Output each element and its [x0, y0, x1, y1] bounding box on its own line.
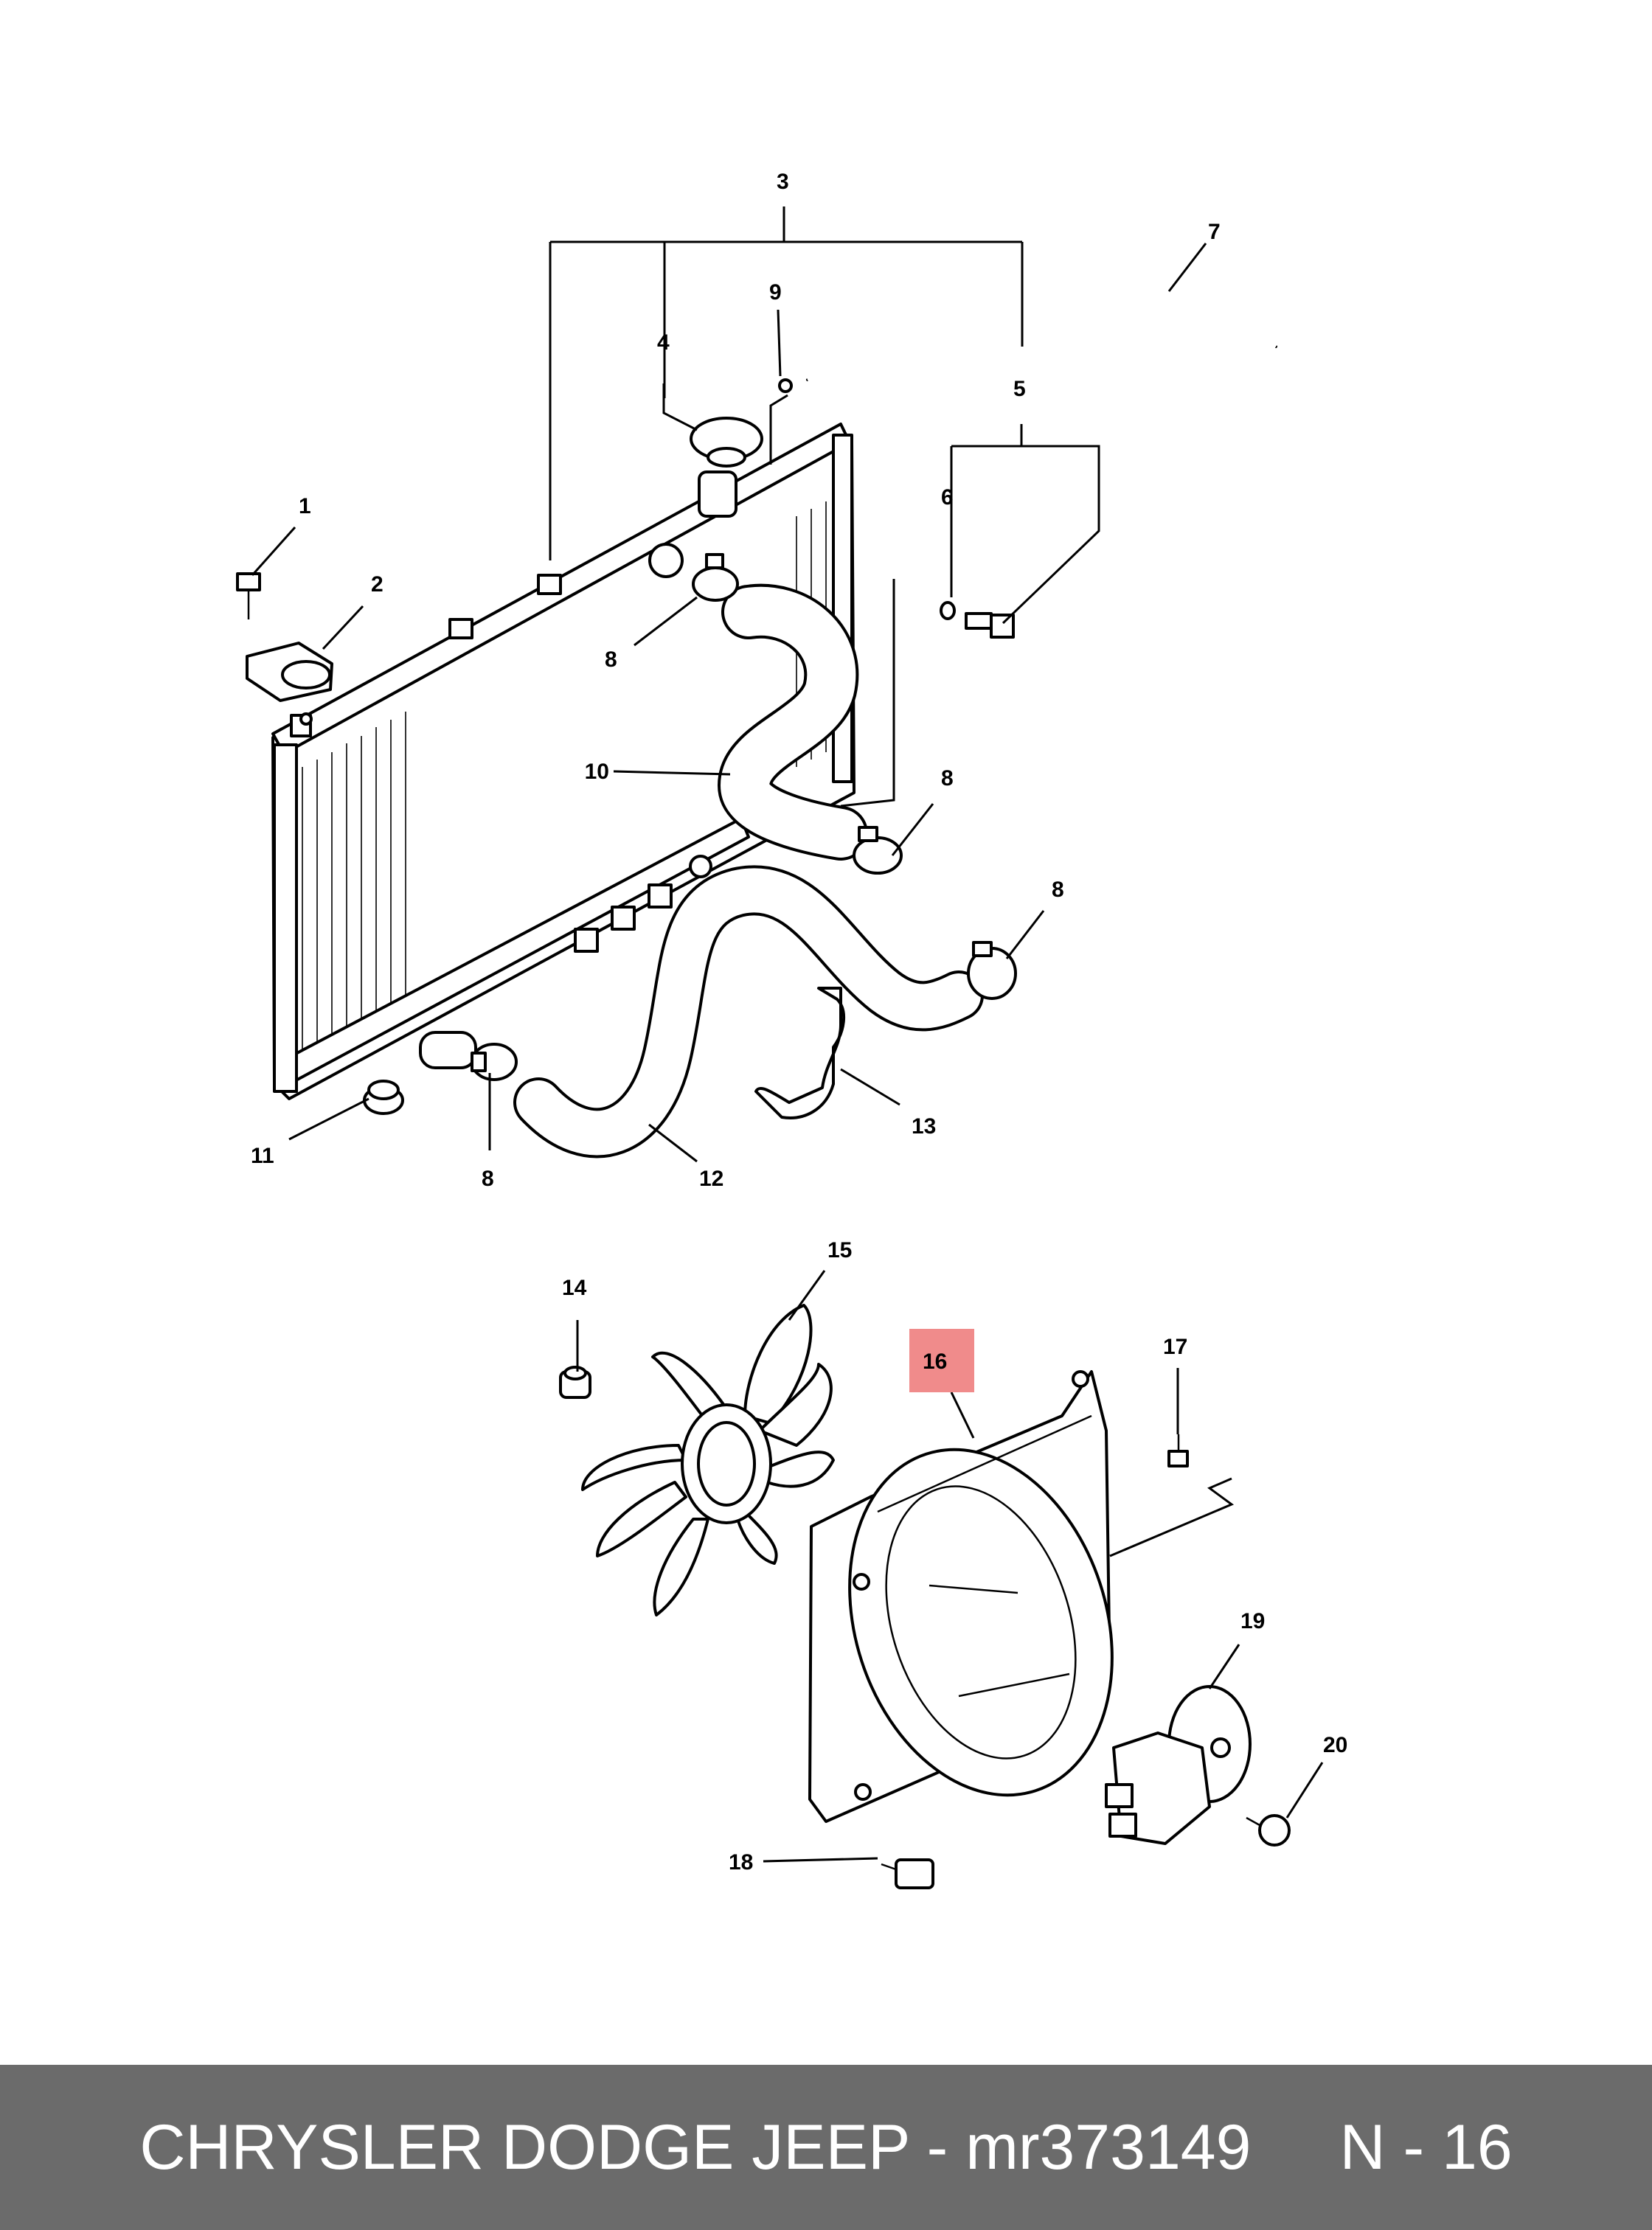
- footer-bar: CHRYSLER DODGE JEEP - mr373149 N - 16: [0, 2065, 1652, 2230]
- gasket-part-6: [940, 601, 956, 620]
- hose-clamp-8-upper: [692, 553, 739, 602]
- exploded-parts-diagram: 3 7 9 4 5 6 1 2 8 10 8 8 13 11 8 12 15 1…: [236, 170, 1347, 1889]
- callout-3: 3: [777, 170, 789, 194]
- callout-1: 1: [299, 494, 311, 518]
- fan-motor-part-19: [1105, 1685, 1252, 1845]
- bolt-part-17: [1167, 1434, 1189, 1467]
- radiator-cap-part-4: [690, 417, 763, 468]
- callout-19: 19: [1240, 1609, 1265, 1633]
- callout-labels: 3 7 9 4 5 6 1 2 8 10 8 8 13 11 8 12 15 1…: [251, 170, 1347, 1875]
- nut-part-14: [559, 1366, 591, 1399]
- callout-14: 14: [562, 1276, 587, 1300]
- bolt-part-1: [236, 572, 261, 619]
- callout-4: 4: [657, 330, 670, 355]
- callout-8-mid: 8: [941, 766, 954, 791]
- highlight-box-part-16: [909, 1329, 974, 1392]
- callout-13: 13: [912, 1114, 936, 1139]
- callout-12: 12: [699, 1167, 723, 1191]
- callout-8-right: 8: [1052, 878, 1064, 902]
- callout-11: 11: [251, 1144, 274, 1168]
- callout-20: 20: [1323, 1733, 1347, 1757]
- callout-6: 6: [941, 485, 954, 510]
- callout-18: 18: [729, 1850, 753, 1875]
- bolt-part-20: [1246, 1814, 1291, 1847]
- fan-blade-part-15: [581, 1304, 835, 1616]
- lower-hose-part-12: [513, 865, 984, 1159]
- bolt-part-18: [881, 1858, 934, 1889]
- callout-5: 5: [1013, 377, 1026, 401]
- hose-clamp-8-right: [967, 941, 1017, 1000]
- callout-8-upper: 8: [605, 647, 617, 672]
- hose-clamp-8-lower: [471, 1043, 518, 1081]
- callout-16: 16: [923, 1350, 947, 1374]
- bushing-part-11: [363, 1080, 404, 1115]
- hose-clamp-8-mid: [853, 826, 903, 875]
- mount-bracket-part-2: [246, 642, 333, 726]
- callout-9: 9: [769, 280, 782, 305]
- callout-10: 10: [585, 760, 609, 784]
- footer-title: CHRYSLER DODGE JEEP - mr373149: [139, 2111, 1252, 2183]
- callout-2: 2: [371, 572, 384, 597]
- callout-7: 7: [1208, 220, 1221, 244]
- hose-bracket-part-13: [754, 987, 846, 1119]
- overflow-hose-part-7: [805, 285, 1280, 386]
- callout-8-lower: 8: [482, 1167, 494, 1191]
- callout-15: 15: [827, 1238, 852, 1262]
- fan-shroud-part-16: [808, 1370, 1114, 1823]
- clip-part-9: [778, 378, 793, 393]
- callout-17: 17: [1163, 1335, 1187, 1359]
- leader-lines: [251, 206, 1324, 1863]
- drain-plug-part-5: [965, 612, 1015, 639]
- footer-page-ref: N - 16: [1339, 2111, 1513, 2183]
- upper-hose-part-10: [717, 583, 868, 861]
